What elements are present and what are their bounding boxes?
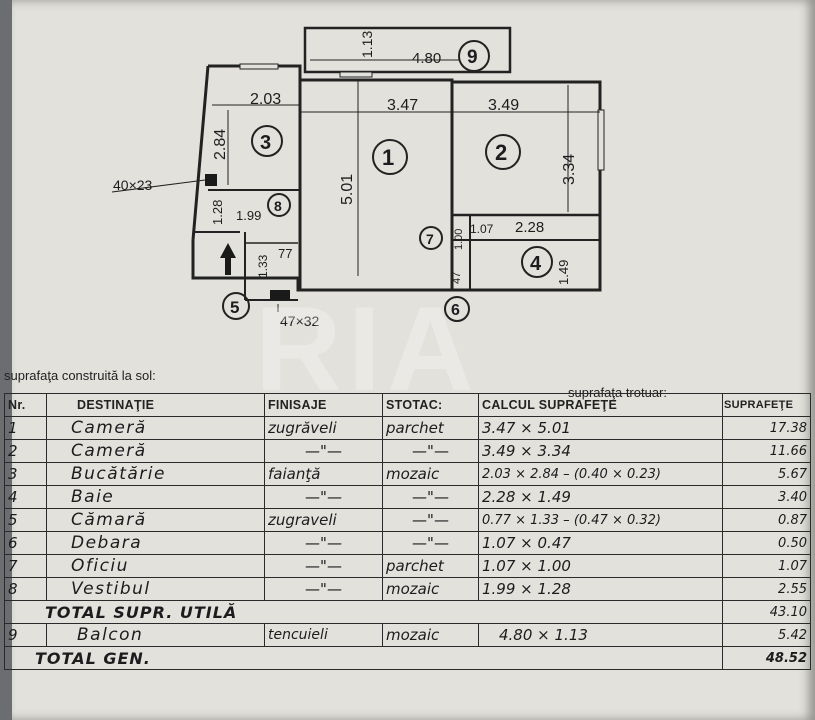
dim-storage-height: 47: [451, 272, 463, 284]
header-suprafete: SUPRAFEŢE: [722, 393, 811, 417]
header-stotac: STOTAC:: [382, 393, 479, 417]
caption-built-area: suprafaţa construită la sol:: [4, 368, 156, 383]
header-finisaje: FINISAJE: [264, 393, 383, 417]
table-row: 1 Cameră zugrăveli parchet 3.47 × 5.01 1…: [4, 416, 811, 440]
table-row: 8 Vestibul —"— mozaic 1.99 × 1.28 2.55: [4, 577, 811, 601]
dim-room3-height: 2.84: [212, 129, 229, 160]
table-row: 7 Oficiu —"— parchet 1.07 × 1.00 1.07: [4, 554, 811, 578]
entry-arrow-icon: [220, 243, 236, 275]
dim-hall-width: 1.99: [236, 208, 261, 223]
dim-room2-height: 3.34: [561, 154, 578, 185]
room-marker-6: 6: [444, 296, 470, 322]
dim-pantry-height: 1.33: [256, 254, 270, 278]
room-marker-7: 7: [419, 226, 443, 250]
dim-column-bottom: 47×32: [280, 313, 320, 329]
table-row: 6 Debara —"— —"— 1.07 × 0.47 0.50: [4, 531, 811, 555]
svg-text:1: 1: [382, 145, 394, 170]
area-table: Nr. DESTINAŢIE FINISAJE STOTAC: CALCUL S…: [4, 393, 811, 670]
room-marker-2: 2: [485, 134, 521, 170]
room-marker-3: 3: [251, 125, 283, 157]
floor-plan: 1.13 4.80 2.03 3.47 3.49 2.84 5.01 3.34 …: [111, 26, 605, 390]
dim-bath-width: 2.28: [515, 219, 544, 236]
svg-text:7: 7: [426, 231, 434, 247]
dim-bath-height: 1.49: [556, 260, 571, 285]
dim-room3-width: 2.03: [250, 91, 281, 108]
table-row: 3 Bucătărie faianţă mozaic 2.03 × 2.84 –…: [4, 462, 811, 486]
svg-text:3: 3: [260, 132, 271, 154]
table-row: 5 Cămară zugraveli —"— 0.77 × 1.33 – (0.…: [4, 508, 811, 532]
room-marker-9: 9: [458, 40, 490, 72]
dim-pantry-width: 77: [278, 246, 292, 261]
table-row-balcony: 9 Balcon tencuieli mozaic 4.80 × 1.13 5.…: [4, 623, 811, 647]
watermark-logo: RIA: [255, 282, 480, 390]
table-row-total-util: TOTAL SUPR. UTILĂ 43.10: [4, 600, 811, 624]
header-calcul: CALCUL SUPRAFEŢE: [478, 393, 723, 417]
dim-office-width: 1.07: [470, 222, 494, 236]
dim-room1-width: 3.47: [387, 97, 418, 114]
table-row: 4 Baie —"— —"— 2.28 × 1.49 3.40: [4, 485, 811, 509]
dim-balcony-depth: 1.13: [359, 31, 375, 58]
svg-text:4: 4: [530, 253, 542, 275]
svg-text:8: 8: [274, 198, 282, 214]
svg-text:6: 6: [451, 302, 460, 319]
table-header-row: Nr. DESTINAŢIE FINISAJE STOTAC: CALCUL S…: [4, 393, 811, 417]
header-nr: Nr.: [4, 393, 47, 417]
dim-balcony-width: 4.80: [412, 50, 441, 67]
room-marker-1: 1: [372, 139, 408, 175]
room-marker-8: 8: [267, 193, 291, 217]
balcony-outline: [303, 26, 512, 74]
dim-room2-width: 3.49: [488, 97, 519, 114]
svg-text:2: 2: [495, 140, 507, 165]
table-row: 2 Cameră —"— —"— 3.49 × 3.34 11.66: [4, 439, 811, 463]
header-destinatie: DESTINAŢIE: [46, 393, 265, 417]
dim-hall-height: 1.28: [210, 200, 225, 225]
room-marker-5: 5: [222, 292, 250, 320]
table-row-total-gen: TOTAL GEN. 48.52: [4, 646, 811, 670]
dim-room1-height: 5.01: [339, 174, 356, 205]
room-marker-4: 4: [521, 246, 553, 278]
svg-text:9: 9: [467, 47, 478, 68]
column-block-bottom: [270, 290, 290, 300]
dim-column-left: 40×23: [113, 177, 153, 193]
column-block-left: [205, 174, 217, 186]
svg-text:5: 5: [230, 298, 239, 317]
dim-office-height: 1.00: [453, 229, 465, 250]
